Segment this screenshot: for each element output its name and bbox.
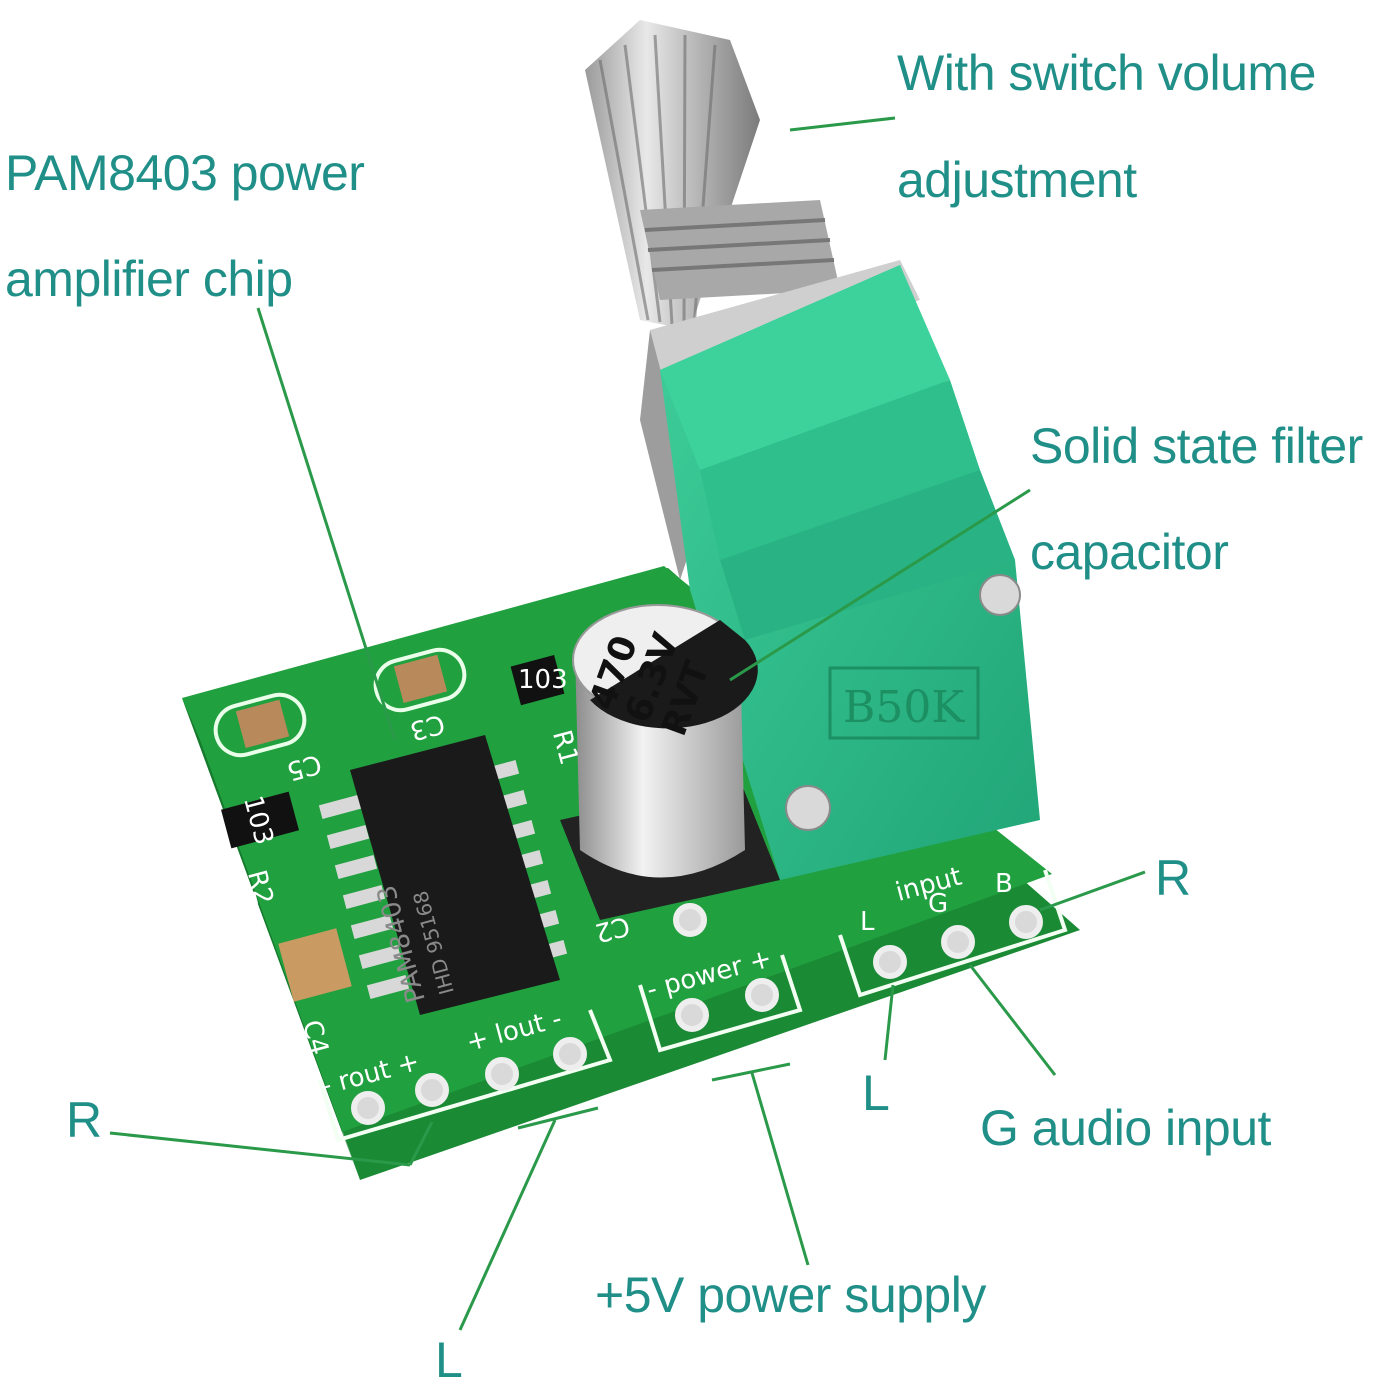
amplifier-chip: PAM8403 IHD 95168	[318, 735, 568, 1015]
callout-output-l: L	[435, 1332, 463, 1388]
callout-input-r: R	[1155, 850, 1191, 906]
callout-chip-line1: PAM8403 power	[5, 145, 365, 201]
pot-marking: B50K	[843, 682, 965, 733]
silk-l: L	[860, 907, 875, 937]
callout-input-g: G audio input	[980, 1100, 1271, 1156]
callout-chip-line2: amplifier chip	[5, 251, 293, 307]
silk-g: G	[928, 889, 948, 919]
smd-components: 103 103 C5 C3 R1 R2 C4 C2	[213, 647, 633, 1058]
callout-capacitor-line1: Solid state filter	[1030, 418, 1363, 474]
filter-capacitor: 470 6.3V RVT	[560, 604, 780, 920]
silk-b: B	[995, 869, 1013, 899]
leader-lines	[109, 116, 1146, 1331]
callout-power-supply: +5V power supply	[595, 1267, 986, 1323]
callout-volume-switch-line2: adjustment	[897, 152, 1137, 208]
header-outlines	[318, 869, 1068, 1143]
callout-input-l: L	[862, 1065, 890, 1121]
callout-volume-switch-line1: With switch volume	[897, 45, 1316, 101]
potentiometer-body: B50K	[660, 265, 1040, 880]
callout-capacitor-line2: capacitor	[1030, 524, 1229, 580]
header-pins	[351, 903, 1043, 1125]
resistor-r1-marking: 103	[518, 665, 568, 695]
callout-output-r: R	[66, 1092, 102, 1148]
